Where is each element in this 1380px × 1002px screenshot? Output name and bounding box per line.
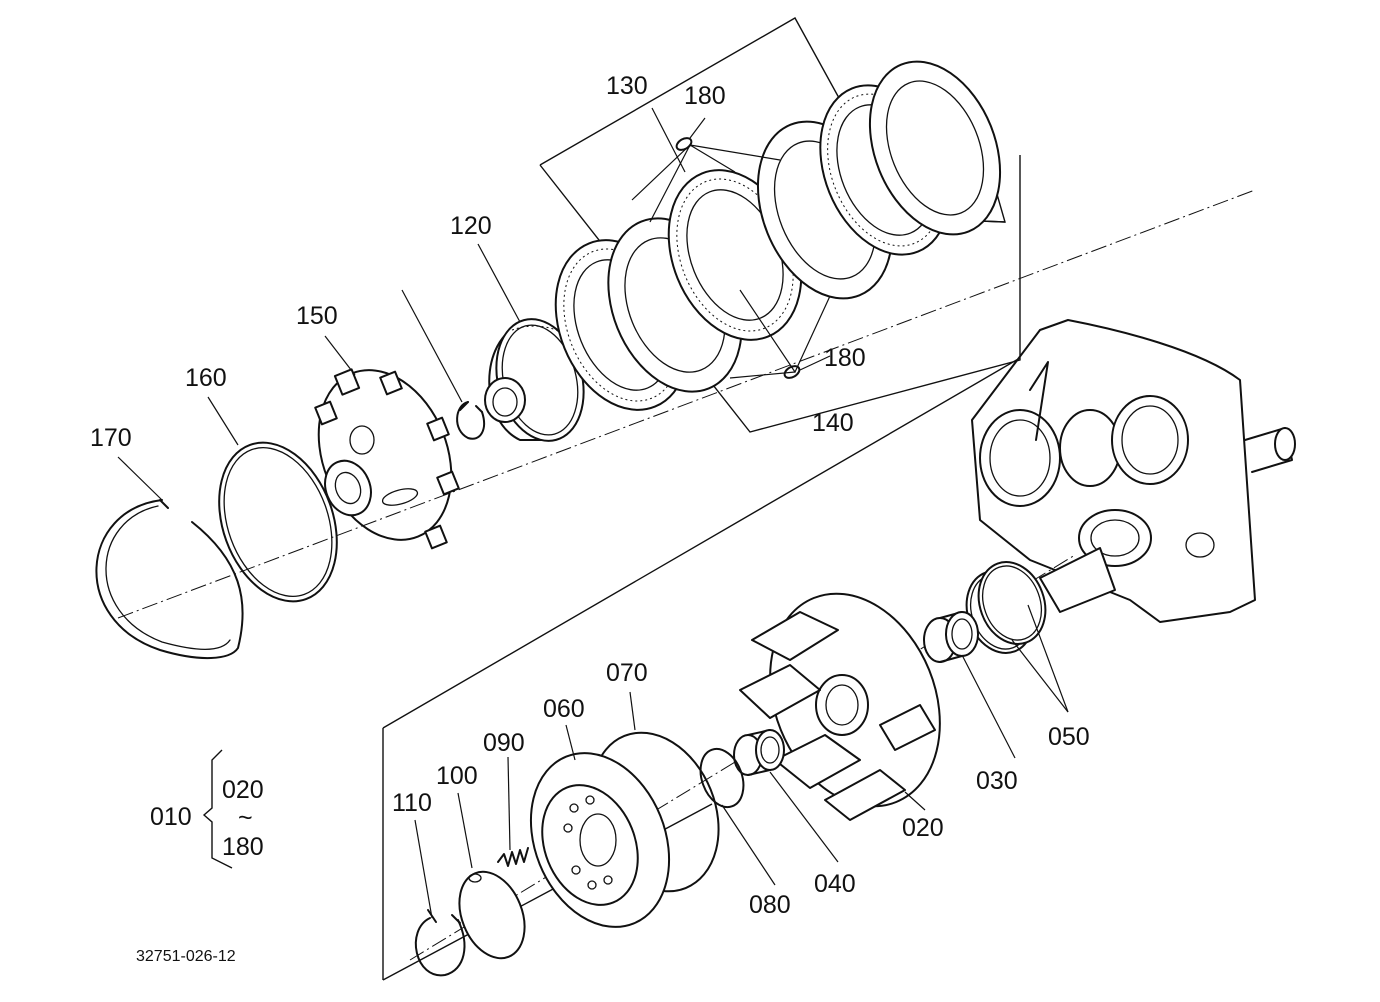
centre-line: [117, 189, 1256, 619]
callout-120: 120: [450, 212, 492, 240]
callout-060: 060: [543, 695, 585, 723]
callout-070: 070: [606, 659, 648, 687]
spring-seat-100: [458, 870, 526, 960]
bushing-040: [733, 729, 785, 776]
spring-090: [497, 847, 529, 867]
callout-170: 170: [90, 424, 132, 452]
legend-range-end: 180: [222, 833, 264, 861]
ring-160: [218, 441, 338, 603]
leader-lines: [117, 107, 1069, 919]
callout-020: 020: [902, 814, 944, 842]
hub-plate-150: [314, 368, 460, 550]
circlip-190: [456, 401, 486, 440]
clutch-hub-020: [739, 592, 941, 821]
callout-080: 080: [749, 891, 791, 919]
assembly-legend: 010 020 ~ 180: [150, 776, 264, 861]
legend-range-symbol: ~: [238, 804, 253, 832]
callout-040: 040: [814, 870, 856, 898]
bearing-030: [923, 611, 979, 663]
legend-parent: 010: [150, 803, 192, 831]
clutch-plate-pack-140: [554, 60, 1002, 411]
callout-050: 050: [1048, 723, 1090, 751]
callout-150: 150: [296, 302, 338, 330]
callout-140: 140: [812, 409, 854, 437]
circlip-110: [414, 909, 466, 977]
legend-range-start: 020: [222, 776, 264, 804]
piston-060: [529, 752, 671, 928]
o-ring-080: [699, 747, 745, 809]
drawing-number: 32751-026-12: [136, 948, 236, 965]
callout-130: 130: [606, 72, 648, 100]
clutch-drum-120: [484, 318, 585, 442]
callout-180-lower: 180: [824, 344, 866, 372]
callout-110: 110: [392, 789, 432, 817]
callout-160: 160: [185, 364, 227, 392]
seal-rings-050: [965, 561, 1047, 654]
callout-100: 100: [436, 762, 478, 790]
gear-housing: [971, 319, 1296, 623]
snap-ring-170: [95, 499, 244, 659]
callout-030: 030: [976, 767, 1018, 795]
callout-labels: 170 160 150 120 130 180 180 140 070 060 …: [90, 72, 1090, 919]
callout-090: 090: [483, 729, 525, 757]
callout-180-upper: 180: [684, 82, 726, 110]
